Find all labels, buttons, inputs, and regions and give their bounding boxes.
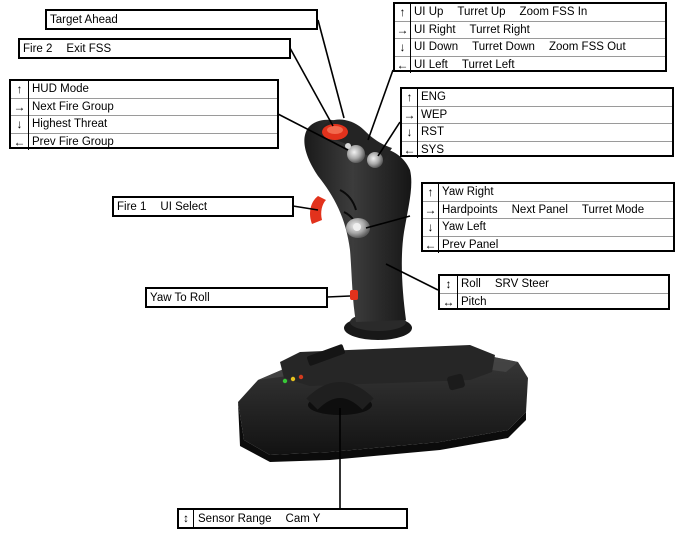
callout-target-ahead: Target Ahead <box>45 9 318 30</box>
fire2-label: Fire 2 <box>23 42 53 55</box>
arrow-left-icon: ← <box>402 140 417 159</box>
callout-hat-top-right: ↑ → ↓ ← UI Up Turret Up Zoom FSS In UI R… <box>393 2 667 74</box>
target-ahead-label: Target Ahead <box>50 13 118 26</box>
arrow-up-down-icon: ↕ <box>445 277 452 292</box>
rst-label: RST <box>421 126 444 139</box>
arrow-down-icon: ↓ <box>395 38 410 56</box>
arrow-up-icon: ↑ <box>427 185 434 200</box>
next-fire-group-label: Next Fire Group <box>32 100 114 113</box>
led-red <box>298 374 304 380</box>
arrow-left-right-icon: ↔ <box>440 292 457 311</box>
arrow-up-icon: ↑ <box>406 90 413 105</box>
turret-left-label: Turret Left <box>461 58 515 71</box>
prev-fire-group-label: Prev Fire Group <box>32 135 114 148</box>
callout-stick-axes: ↕ ↔ Roll SRV Steer Pitch <box>438 274 670 310</box>
led-green <box>282 378 288 384</box>
turret-down-label: Turret Down <box>472 41 535 54</box>
zoom-fss-in-label: Zoom FSS In <box>519 6 588 19</box>
yaw-to-roll-label: Yaw To Roll <box>150 291 210 304</box>
callout-throttle-wheel: ↕ Sensor Range Cam Y <box>177 508 408 529</box>
arrow-right-icon: → <box>11 97 28 116</box>
ui-select-label: UI Select <box>160 200 208 213</box>
cam-y-label: Cam Y <box>285 512 321 525</box>
zoom-fss-out-label: Zoom FSS Out <box>548 41 626 54</box>
arrow-up-down-icon: ↕ <box>179 510 194 527</box>
leader-hat-top-right <box>367 69 394 141</box>
roll-label: Roll <box>461 278 481 291</box>
turret-up-label: Turret Up <box>457 6 506 19</box>
leader-fire1 <box>292 205 319 211</box>
callout-yaw-to-roll: Yaw To Roll <box>145 287 328 308</box>
callout-hat-left: ↑ → ↓ ← HUD Mode Next Fire Group Highest… <box>9 79 279 151</box>
arrow-up-icon: ↑ <box>399 5 406 20</box>
hat-switch-2 <box>367 152 383 168</box>
arrow-left-icon: ← <box>395 55 410 74</box>
arrow-right-icon: → <box>402 105 417 124</box>
led-yellow <box>290 376 296 382</box>
leader-stick-axes <box>385 263 439 291</box>
hardpoints-label: Hardpoints <box>442 203 498 216</box>
leader-hat-pips <box>377 121 401 157</box>
arrow-down-icon: ↓ <box>11 115 28 133</box>
turret-right-label: Turret Right <box>469 23 530 36</box>
hud-mode-label: HUD Mode <box>32 83 89 96</box>
highest-threat-label: Highest Threat <box>32 118 108 131</box>
arrow-right-icon: → <box>395 20 410 39</box>
leader-lines <box>277 19 439 508</box>
arrow-left-icon: ← <box>11 132 28 151</box>
ui-down-label: UI Down <box>414 41 459 54</box>
wep-label: WEP <box>421 108 448 121</box>
pinkie-button <box>350 290 358 300</box>
leader-fire2 <box>289 47 334 127</box>
callout-fire1: Fire 1 UI Select <box>112 196 294 217</box>
callout-hat-pips: ↑ → ↓ ← ENG WEP RST SYS <box>400 87 674 159</box>
yaw-right-label: Yaw Right <box>442 186 494 199</box>
arrow-left-icon: ← <box>423 235 438 254</box>
sys-label: SYS <box>421 143 445 156</box>
srv-steer-label: SRV Steer <box>494 278 549 291</box>
next-panel-label: Next Panel <box>511 203 568 216</box>
ui-right-label: UI Right <box>414 23 456 36</box>
prev-panel-label: Prev Panel <box>442 238 499 251</box>
joystick-base <box>238 344 528 462</box>
arrow-down-icon: ↓ <box>423 218 438 236</box>
leader-target-ahead <box>317 19 345 119</box>
ui-left-label: UI Left <box>414 58 448 71</box>
arrow-up-icon: ↑ <box>16 82 23 97</box>
eng-label: ENG <box>421 91 446 104</box>
fire1-label: Fire 1 <box>117 200 147 213</box>
callout-hat-yaw: ↑ → ↓ ← Yaw Right Hardpoints Next Panel … <box>421 182 675 254</box>
sensor-range-label: Sensor Range <box>198 512 272 525</box>
ui-up-label: UI Up <box>414 6 444 19</box>
arrow-down-icon: ↓ <box>402 123 417 141</box>
turret-mode-label: Turret Mode <box>581 203 645 216</box>
hat-switch-1 <box>347 145 365 163</box>
exit-fss-label: Exit FSS <box>66 42 112 55</box>
yaw-left-label: Yaw Left <box>442 221 486 234</box>
pitch-label: Pitch <box>461 295 487 308</box>
leader-hat-yaw <box>365 215 411 229</box>
leader-yaw-to-roll <box>326 295 351 298</box>
arrow-right-icon: → <box>423 200 438 219</box>
callout-fire2: Fire 2 Exit FSS <box>18 38 291 59</box>
leader-hat-left <box>277 113 349 151</box>
